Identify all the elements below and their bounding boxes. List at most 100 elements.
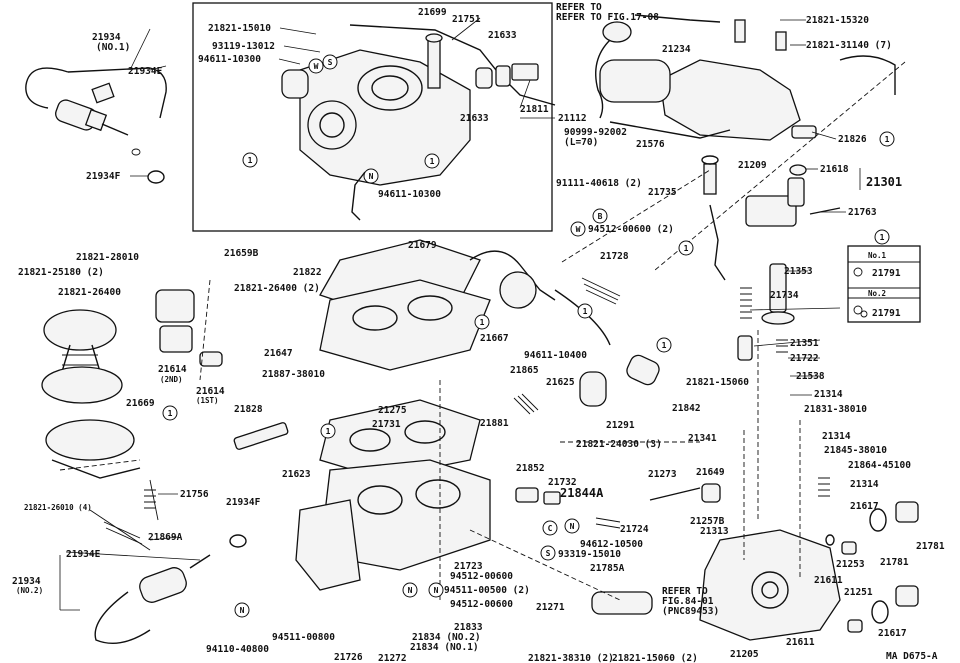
part-label: 21821-26400: [58, 287, 121, 298]
part-label: 21821-15010: [208, 23, 271, 34]
part-label: 21735: [648, 187, 677, 198]
part-label: 21291: [606, 420, 635, 431]
part-label: 21821-24030 (3): [576, 439, 662, 450]
marker-w-b: [570, 221, 586, 237]
part-label: 21781: [916, 541, 945, 552]
svg-text:C: C: [548, 524, 553, 533]
marker-1f: [474, 314, 490, 330]
svg-text:1: 1: [248, 156, 253, 165]
part-label: 21852: [516, 463, 545, 474]
svg-text:W: W: [314, 62, 319, 71]
part-labels: 21934 (NO.1) 21934E 21934F 21821-15010 9…: [12, 7, 945, 663]
part-label: (NO.1): [96, 42, 130, 53]
part-label: 21821-15060 (2): [612, 653, 698, 663]
marker-w-a: [308, 58, 324, 74]
part-label: 21869A: [148, 532, 183, 543]
legend-box: 1 No.1 No.2 21791 21791: [847, 229, 921, 323]
part-label: 94611-10400: [524, 350, 587, 361]
part-label: 21353: [784, 266, 813, 277]
part-label: 21821-15320: [806, 15, 869, 26]
part-label: 21865: [510, 365, 539, 376]
fuel-cut-solenoid-no2: [94, 534, 653, 644]
part-label: 21234: [662, 44, 691, 55]
part-label: 21659B: [224, 248, 259, 259]
refer-note-bottom-2: FIG.84-01: [662, 596, 714, 607]
legend-no1-label: No.1: [868, 251, 887, 260]
part-label: 21821-31140 (7): [806, 40, 892, 51]
part-label: 21251: [844, 587, 873, 598]
part-label: 90999-92002: [564, 127, 627, 138]
part-label: 21831-38010: [804, 404, 867, 415]
part-label: 21614: [158, 364, 187, 375]
part-label: (2ND): [160, 375, 183, 384]
part-label: 21728: [600, 251, 629, 262]
part-label: 21726: [334, 652, 363, 663]
part-label: 21821-26400 (2): [234, 283, 320, 294]
part-label: 21834 (NO.2): [412, 632, 481, 643]
part-label: 21667: [480, 333, 509, 344]
diagram-code: MA D675-A: [886, 651, 938, 662]
marker-n-d: [428, 582, 444, 598]
part-label: 21934F: [226, 497, 261, 508]
part-label: 21633: [488, 30, 517, 41]
part-label: 21845-38010: [824, 445, 887, 456]
fuel-cut-solenoid-no1: [25, 67, 167, 184]
air-horn-assembly: [281, 24, 556, 221]
svg-text:N: N: [369, 172, 374, 181]
refer-note-top: REFER TO FIG.17-08: [556, 12, 659, 23]
svg-text:1: 1: [885, 135, 890, 144]
svg-text:1: 1: [168, 409, 173, 418]
part-label: 21723: [454, 561, 483, 572]
part-label: 21253: [836, 559, 865, 570]
svg-text:S: S: [328, 58, 333, 67]
legend-marker: 1: [880, 233, 885, 242]
part-label: 94512-00600: [450, 571, 513, 582]
svg-text:S: S: [546, 549, 551, 558]
part-label: 21934E: [128, 66, 163, 77]
part-label: 21647: [264, 348, 293, 359]
part-label: 94512-00600 (2): [588, 224, 674, 235]
part-label: 21611: [786, 637, 815, 648]
marker-s-b: [540, 545, 556, 561]
marker-1d: [678, 240, 694, 256]
refer-note-top-1: REFER TO: [556, 2, 602, 13]
part-label: 21273: [648, 469, 677, 480]
part-label: 21763: [848, 207, 877, 218]
part-label: 21314: [822, 431, 851, 442]
part-label: 21842: [672, 403, 701, 414]
notes: REFER TO REFER TO FIG.17-08 REFER TO FIG…: [556, 2, 938, 662]
marker-n-e: [564, 518, 580, 534]
part-label: 21785A: [590, 563, 625, 574]
part-label: 94110-40800: [206, 644, 269, 655]
part-label: 21611: [814, 575, 843, 586]
part-label: 21833: [454, 622, 483, 633]
part-label: 21275: [378, 405, 407, 416]
part-label: 21821-15060: [686, 377, 749, 388]
leader-lines: [59, 17, 861, 611]
part-label: 21828: [234, 404, 263, 415]
part-label: 21679: [408, 240, 437, 251]
part-label: 93319-15010: [558, 549, 621, 560]
part-label: 21821-38310 (2): [528, 653, 614, 663]
svg-text:W: W: [576, 225, 581, 234]
part-label: 21722: [790, 353, 819, 364]
marker-n-b: [234, 602, 250, 618]
part-label: 21205: [730, 649, 759, 660]
part-label: 21934: [92, 32, 121, 43]
part-label: 21257B: [690, 516, 725, 527]
part-label: 94511-00500 (2): [444, 585, 530, 596]
part-label: 21649: [696, 467, 725, 478]
part-label: 21887-38010: [262, 369, 325, 380]
part-label: 21756: [180, 489, 209, 500]
marker-n-a: [363, 168, 379, 184]
legend-no1-part: 21791: [872, 268, 901, 279]
part-label: 93119-13012: [212, 41, 275, 52]
part-label: 21821-25180 (2): [18, 267, 104, 278]
part-label: 21272: [378, 653, 407, 663]
refer-note-bottom-1: REFER TO: [662, 586, 708, 597]
part-label: 21314: [814, 389, 843, 400]
part-label: 21341: [688, 433, 717, 444]
svg-text:1: 1: [480, 318, 485, 327]
part-label: 21625: [546, 377, 575, 388]
